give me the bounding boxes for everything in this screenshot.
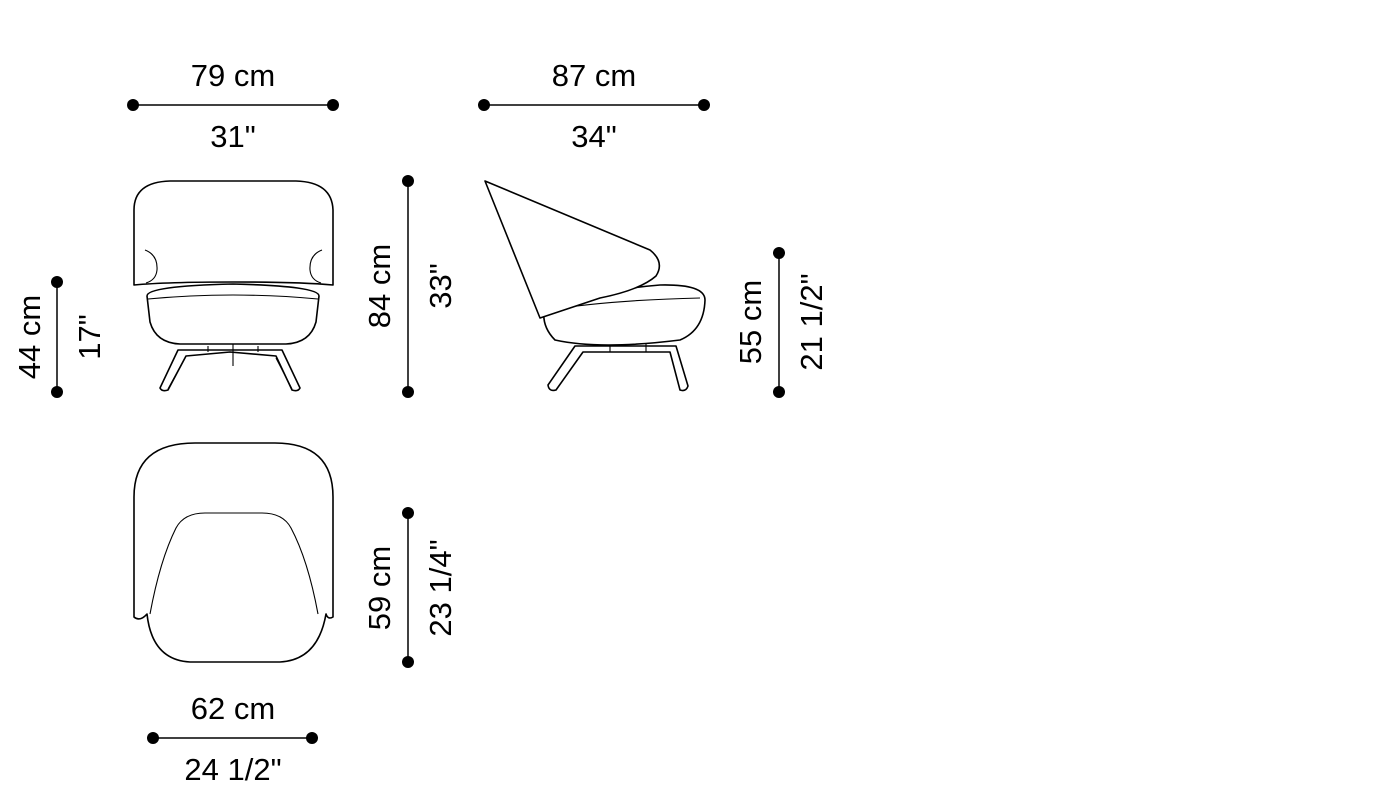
seat-depth-inch: 23 1/4" xyxy=(423,539,458,636)
chair-front-backrest xyxy=(133,180,334,286)
front-width-start-dot xyxy=(127,99,139,111)
side-depth-inch: 34" xyxy=(571,119,617,154)
chair-front-leg-inner xyxy=(167,357,293,390)
front-width-dimension: 79 cm 31" xyxy=(127,58,339,154)
seat-depth-bottom-dot xyxy=(402,656,414,668)
seat-width-end-dot xyxy=(306,732,318,744)
chair-front-arm-right xyxy=(309,249,323,284)
chair-top-seat-line xyxy=(149,512,319,615)
chair-front-view xyxy=(133,180,334,392)
chair-top-view xyxy=(133,442,334,663)
arm-height-bottom-dot xyxy=(773,386,785,398)
seat-depth-top-dot xyxy=(402,507,414,519)
side-depth-end-dot xyxy=(698,99,710,111)
total-height-dimension: 84 cm 33" xyxy=(362,175,458,398)
front-width-end-dot xyxy=(327,99,339,111)
seat-width-start-dot xyxy=(147,732,159,744)
arm-height-top-dot xyxy=(773,247,785,259)
seat-height-bottom-dot xyxy=(51,386,63,398)
chair-front-arm-left xyxy=(144,249,158,284)
arm-height-dimension: 55 cm 21 1/2" xyxy=(733,247,829,398)
seat-depth-cm: 59 cm xyxy=(362,546,397,630)
chair-side-view xyxy=(484,180,706,392)
chair-side-backrest xyxy=(484,180,661,319)
chair-top-outline xyxy=(133,442,334,663)
arm-height-cm: 55 cm xyxy=(733,280,768,364)
total-height-cm: 84 cm xyxy=(362,244,397,328)
total-height-top-dot xyxy=(402,175,414,187)
seat-height-cm: 44 cm xyxy=(12,295,47,379)
chair-front-seat xyxy=(146,283,320,345)
side-depth-cm: 87 cm xyxy=(552,58,636,93)
seat-width-cm: 62 cm xyxy=(191,691,275,726)
front-width-cm: 79 cm xyxy=(191,58,275,93)
total-height-bottom-dot xyxy=(402,386,414,398)
arm-height-inch: 21 1/2" xyxy=(794,273,829,370)
seat-height-dimension: 44 cm 17" xyxy=(12,276,107,398)
total-height-inch: 33" xyxy=(423,263,458,309)
seat-height-inch: 17" xyxy=(72,314,107,360)
chair-front-base xyxy=(159,349,301,392)
seat-width-inch: 24 1/2" xyxy=(184,752,281,787)
seat-width-dimension: 62 cm 24 1/2" xyxy=(147,691,318,787)
chair-side-base xyxy=(547,345,689,392)
side-depth-dimension: 87 cm 34" xyxy=(478,58,710,154)
seat-height-top-dot xyxy=(51,276,63,288)
side-depth-start-dot xyxy=(478,99,490,111)
chair-front-seat-seam xyxy=(147,294,319,300)
front-width-inch: 31" xyxy=(210,119,256,154)
seat-depth-dimension: 59 cm 23 1/4" xyxy=(362,507,458,668)
